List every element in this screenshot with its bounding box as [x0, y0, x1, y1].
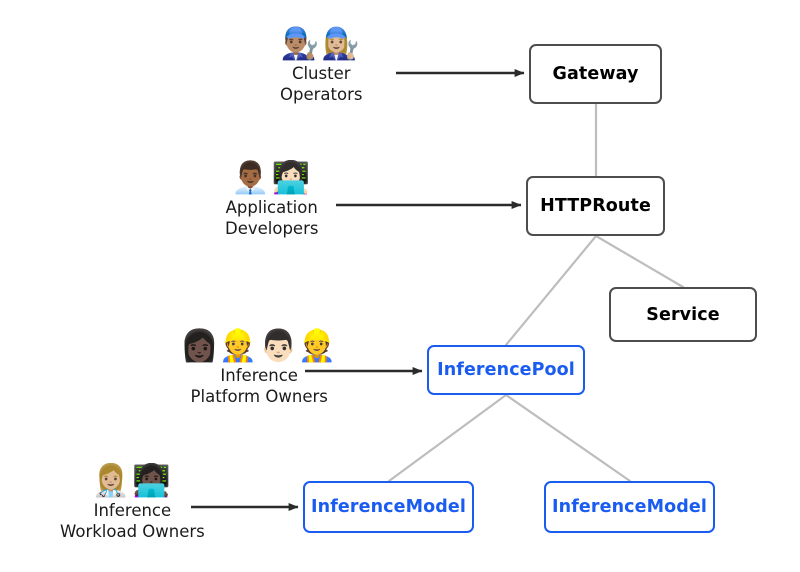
- connector-httproute-to-inferencepool: [504, 234, 598, 347]
- connector-httproute-to-service: [594, 234, 685, 289]
- persona-label-line2: Platform Owners: [190, 386, 328, 406]
- node-inferencemodel1[interactable]: InferenceModel: [303, 481, 474, 533]
- persona-label-line2: Workload Owners: [60, 521, 205, 541]
- node-inferencemodel2[interactable]: InferenceModel: [544, 481, 715, 533]
- node-gateway[interactable]: Gateway: [529, 44, 662, 104]
- node-inferencepool[interactable]: InferencePool: [427, 345, 585, 395]
- persona-label-line1: Application: [225, 197, 318, 217]
- persona-application-developers-icon: 👨🏾‍💼👩🏻‍💻: [231, 160, 313, 196]
- hierarchy-lines: [387, 102, 685, 483]
- persona-label-line1: Cluster: [291, 63, 351, 83]
- persona-cluster-operators-icon: 👨🏽‍🔧👩🏼‍🔧: [280, 26, 362, 62]
- persona-inference-workload-owners-icon: 👩🏼‍⚕️👩🏿‍💻: [91, 463, 173, 499]
- node-service[interactable]: Service: [609, 287, 757, 342]
- persona-label-line2: Operators: [280, 84, 363, 104]
- connector-inferencepool-to-model2: [504, 393, 632, 483]
- connector-inferencepool-to-model1: [387, 393, 508, 483]
- persona-inference-platform-owners-icon: 👩🏿‍👷👨🏻‍👷: [180, 328, 339, 364]
- persona-label-line1: Inference: [93, 500, 172, 520]
- persona-label-line1: Inference: [220, 365, 298, 385]
- persona-label-line2: Developers: [225, 218, 319, 238]
- persona-arrows: [191, 69, 525, 511]
- node-httproute[interactable]: HTTPRoute: [526, 176, 665, 236]
